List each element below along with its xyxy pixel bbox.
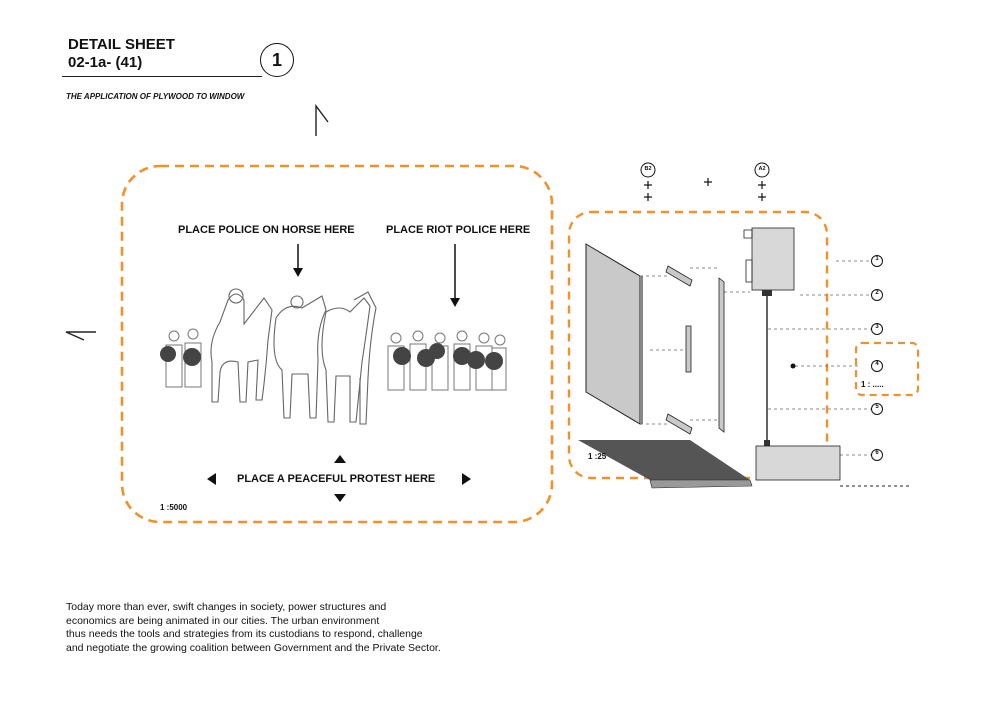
grid-markers [640,162,770,201]
mounted-police-horses [210,288,377,425]
grid-label-a2: A2 [758,166,766,172]
label-riot-police: PLACE RIOT POLICE HERE [386,224,531,236]
scale-left: 1 :5000 [160,503,188,512]
arrow-down-icon-horse [293,244,303,277]
north-arrow-icon [315,103,329,136]
arrow-down-icon-riot [450,244,460,307]
callout-4: 4 [875,361,879,367]
grid-bubble-b2 [640,162,656,178]
batten-vertical-small [685,325,692,373]
scale-right: 1 :25 [588,452,607,461]
callout-1: 1 [875,256,879,262]
window-head [751,227,795,291]
batten-top [665,265,693,287]
body-paragraph: Today more than ever, swift changes in s… [66,601,506,655]
plywood-panel-edge [640,276,643,424]
label-peaceful-protest: PLACE A PEACEFUL PROTEST HERE [237,473,436,485]
left-panel-frame [120,164,554,524]
batten-vertical-long [718,277,725,433]
batten-bottom [665,413,693,435]
window-sill [755,445,841,481]
callout-5: 5 [875,404,879,410]
body-line-2: economics are being animated in our citi… [66,614,380,627]
callout-6: 6 [875,450,879,456]
arrow-up-icon [334,455,346,463]
grid-bubble-a2 [754,162,770,178]
arrow-down-icon [334,494,346,502]
riot-shields-right [393,343,503,370]
body-line-4: and negotiate the growing coalition betw… [66,641,441,654]
callout-3: 3 [875,324,879,330]
body-line-1: Today more than ever, swift changes in s… [66,601,387,613]
grid-label-b2: B2 [644,166,652,172]
callout-2: 2 [875,290,879,296]
riot-shields-left [160,346,201,366]
police-figures-left [165,328,202,388]
arrow-right-icon [462,473,471,485]
arrow-left-icon [207,473,216,485]
body-line-3: thus needs the tools and strategies from… [66,628,423,641]
label-police-horse: PLACE POLICE ON HORSE HERE [178,224,355,236]
sheet-number: 1 [271,49,282,70]
title-underline [62,76,262,77]
side-arrow-icon [65,331,96,341]
plywood-panel [585,243,641,425]
sheet-title-line2: 02-1a- (41) [68,54,143,71]
callout-bubbles [871,255,883,461]
sheet-title-line1: DETAIL SHEET [68,36,175,53]
sheet-number-badge: 1 [260,43,294,77]
inset-scale: 1 : ..... [861,380,884,389]
sheet-title: DETAIL SHEET 02-1a- (41) [68,36,175,72]
detail-inset-frame [854,341,920,397]
pavement-slab [578,440,750,480]
sheet-subtitle: THE APPLICATION OF PLYWOOD TO WINDOW [66,92,245,101]
